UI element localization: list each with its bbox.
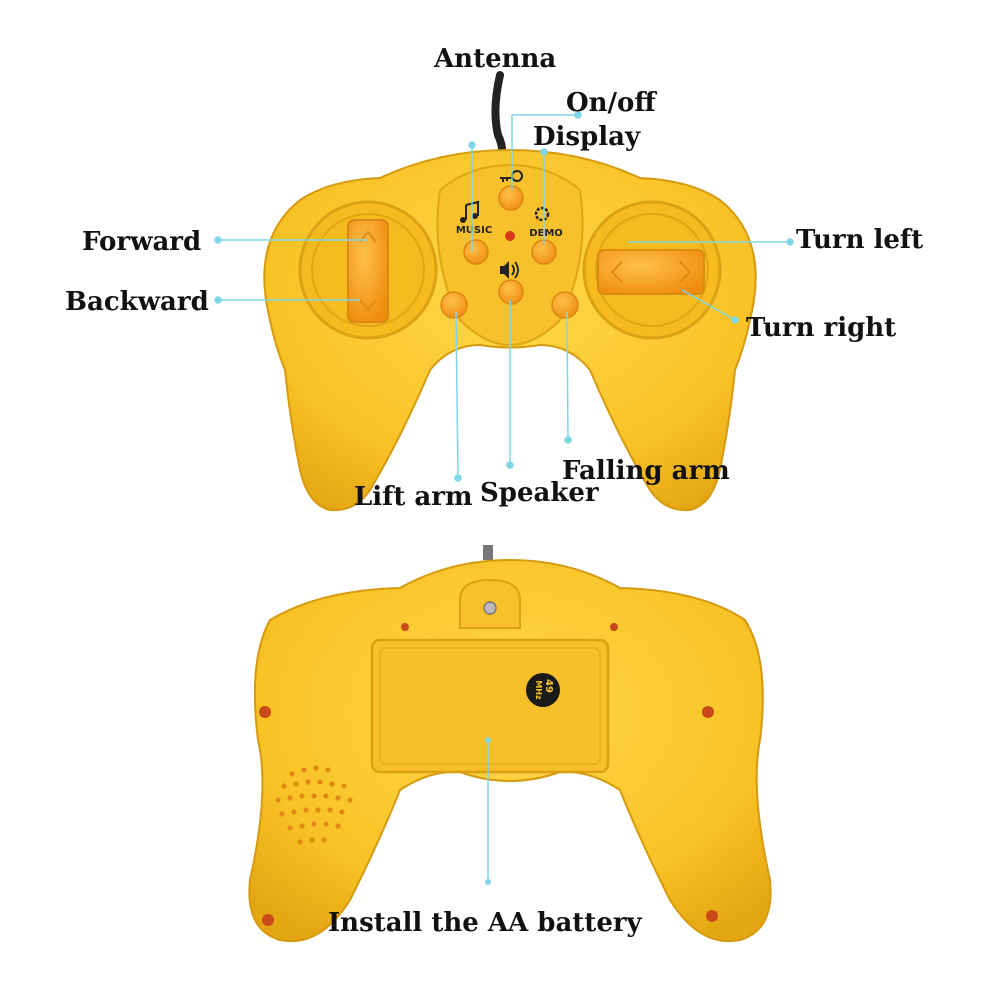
turn-right-label: Turn right — [746, 313, 897, 343]
on-off-button — [498, 185, 524, 211]
on-off-label: On/off — [566, 88, 656, 118]
display-label: Display — [533, 122, 641, 152]
battery-label: Install the AA battery — [328, 908, 642, 938]
demo-gear-icon — [534, 206, 550, 222]
speaker-grille — [275, 765, 353, 845]
lift-arm-button — [440, 291, 468, 319]
turn-left-label: Turn left — [796, 225, 924, 255]
antenna-label: Antenna — [434, 44, 557, 74]
leader-lines-top — [214, 111, 794, 482]
music-button — [463, 239, 489, 265]
battery-cover — [370, 638, 610, 774]
lift-arm-label: Lift arm — [354, 482, 473, 512]
indicator-led — [505, 231, 515, 241]
antenna-cable — [491, 71, 507, 164]
demo-text: DEMO — [529, 228, 563, 239]
controller-back: 49 MHz — [248, 545, 772, 943]
frequency-unit: MHz — [534, 680, 543, 700]
speaker-label: Speaker — [480, 478, 599, 508]
screw — [483, 601, 497, 615]
falling-arm-button — [551, 291, 579, 319]
frequency-number: 49 — [543, 679, 554, 693]
left-pad-inner — [311, 213, 425, 327]
forward-backward-slider — [347, 219, 389, 323]
backward-label: Backward — [65, 287, 209, 317]
falling-arm-label: Falling arm — [562, 456, 730, 486]
music-text: MUSIC — [456, 225, 492, 236]
turn-slider — [597, 249, 705, 295]
speaker-button — [498, 279, 524, 305]
frequency-sticker — [526, 673, 560, 707]
right-pad-inner — [595, 213, 709, 327]
back-antenna-stub — [483, 545, 493, 560]
music-note-icon — [460, 200, 479, 223]
forward-label: Forward — [82, 227, 202, 257]
speaker-icon — [500, 261, 519, 279]
